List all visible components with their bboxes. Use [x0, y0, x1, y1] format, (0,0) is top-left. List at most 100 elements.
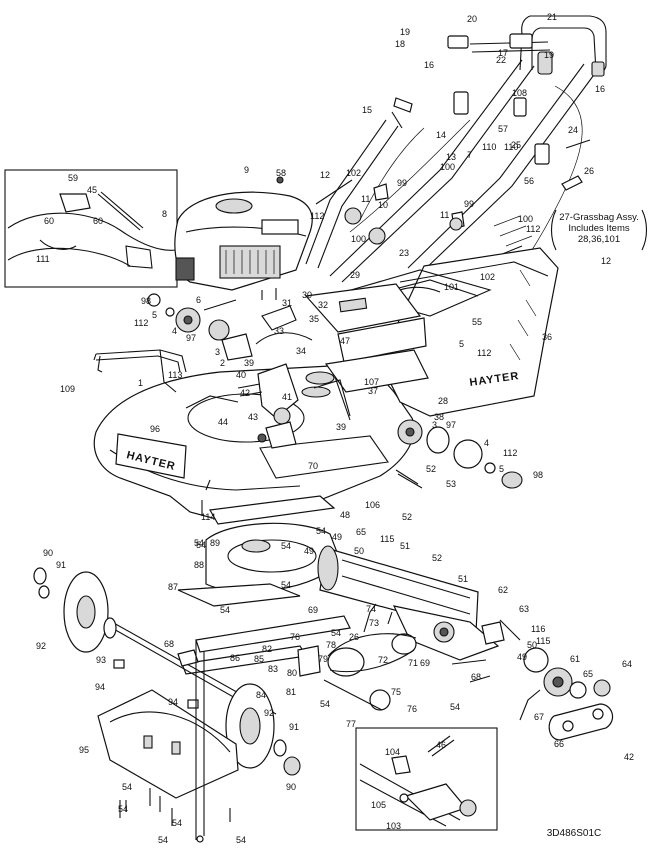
part-label: 84	[256, 690, 266, 700]
part-label: 83	[268, 664, 278, 674]
part-label: 9	[244, 165, 249, 175]
part-label: 91	[56, 560, 66, 570]
part-label: 3	[432, 420, 437, 430]
part-label: 50	[354, 546, 364, 556]
part-label: 65	[356, 527, 366, 537]
part-label: 53	[446, 479, 456, 489]
right-drive-components	[395, 419, 523, 489]
part-label: 98	[533, 470, 543, 480]
part-label: 70	[308, 461, 318, 471]
part-label: 61	[570, 654, 580, 664]
part-label: 101	[444, 282, 459, 292]
part-label: 48	[340, 510, 350, 520]
grassbag: HAYTER	[301, 215, 559, 417]
inset-grassbag-clip	[4, 169, 178, 288]
part-label: 60	[44, 216, 54, 226]
part-label: 110	[504, 142, 518, 152]
part-label: 103	[386, 821, 401, 831]
part-label: 51	[400, 541, 410, 551]
cutting-cylinder	[317, 545, 505, 661]
part-label: 108	[512, 88, 527, 98]
part-label: 112	[526, 224, 540, 234]
part-label: 90	[286, 782, 296, 792]
part-label: 76	[290, 632, 300, 642]
gear-side-plate	[451, 619, 614, 741]
part-label: 59	[68, 173, 78, 183]
part-label: 54	[281, 580, 291, 590]
part-label: 65	[583, 669, 593, 679]
part-label: 107	[364, 377, 379, 387]
part-label: 67	[534, 712, 544, 722]
part-label: 18	[395, 39, 405, 49]
part-label: 113	[168, 370, 182, 380]
part-label: 77	[346, 719, 356, 729]
part-label: 75	[391, 687, 401, 697]
part-label: 104	[385, 747, 400, 757]
part-label: 97	[186, 333, 196, 343]
part-label: 115	[380, 534, 394, 544]
part-label: 69	[308, 605, 318, 615]
part-label: 112	[310, 211, 324, 221]
part-label: 52	[426, 464, 436, 474]
part-label: 96	[150, 424, 160, 434]
part-label: 63	[519, 604, 529, 614]
part-label: 36	[542, 332, 552, 342]
part-label: 72	[378, 655, 388, 665]
part-label: 54	[196, 540, 206, 550]
part-label: 62	[498, 585, 508, 595]
part-label: 16	[595, 84, 605, 94]
part-label: 68	[471, 672, 481, 682]
part-label: 116	[531, 624, 545, 634]
part-label: 92	[36, 641, 46, 651]
part-label: 94	[95, 682, 105, 692]
part-label: 14	[436, 130, 446, 140]
note-line-3: 28,36,101	[578, 234, 620, 245]
part-label: 49	[332, 532, 342, 542]
part-label: 49	[304, 546, 314, 556]
part-label: 52	[432, 553, 442, 563]
part-label: 31	[282, 298, 292, 308]
deck: HAYTER	[93, 365, 415, 521]
fastener-column	[119, 479, 231, 843]
part-label: 54	[158, 835, 168, 845]
part-label: 5	[459, 339, 464, 349]
part-label: 39	[244, 358, 254, 368]
part-label: 28	[438, 396, 448, 406]
part-label: 112	[134, 318, 148, 328]
part-label: 55	[472, 317, 482, 327]
part-label: 92	[264, 708, 274, 718]
part-label: 54	[331, 628, 341, 638]
part-label: 54	[122, 782, 132, 792]
part-label: 2	[220, 358, 225, 368]
part-label: 37	[368, 386, 378, 396]
part-label: 78	[326, 640, 336, 650]
part-label: 54	[450, 702, 460, 712]
part-label: 105	[371, 800, 386, 810]
part-label: 94	[168, 697, 178, 707]
front-bumper	[93, 349, 187, 393]
part-label: 54	[281, 541, 291, 551]
part-label: 11	[440, 210, 449, 220]
part-label: 95	[79, 745, 89, 755]
part-label: 98	[141, 296, 151, 306]
part-label: 86	[230, 653, 240, 663]
part-label: 73	[369, 618, 379, 628]
part-label: 54	[236, 835, 246, 845]
part-label: 102	[346, 168, 361, 178]
part-label: 24	[568, 125, 578, 135]
part-label: 51	[458, 574, 468, 584]
drawing-reference-code: 3D486S01C	[547, 828, 601, 839]
part-label: 5	[499, 464, 504, 474]
part-label: 42	[240, 388, 250, 398]
part-label: 34	[296, 346, 306, 356]
part-label: 16	[424, 60, 434, 70]
part-label: 52	[402, 512, 412, 522]
part-label: 115	[536, 636, 550, 646]
part-label: 42	[624, 752, 634, 762]
part-label: 100	[351, 234, 366, 244]
part-label: 90	[43, 548, 53, 558]
part-label: 3	[215, 347, 220, 357]
part-label: 11	[361, 194, 370, 204]
part-label: 97	[446, 420, 456, 430]
